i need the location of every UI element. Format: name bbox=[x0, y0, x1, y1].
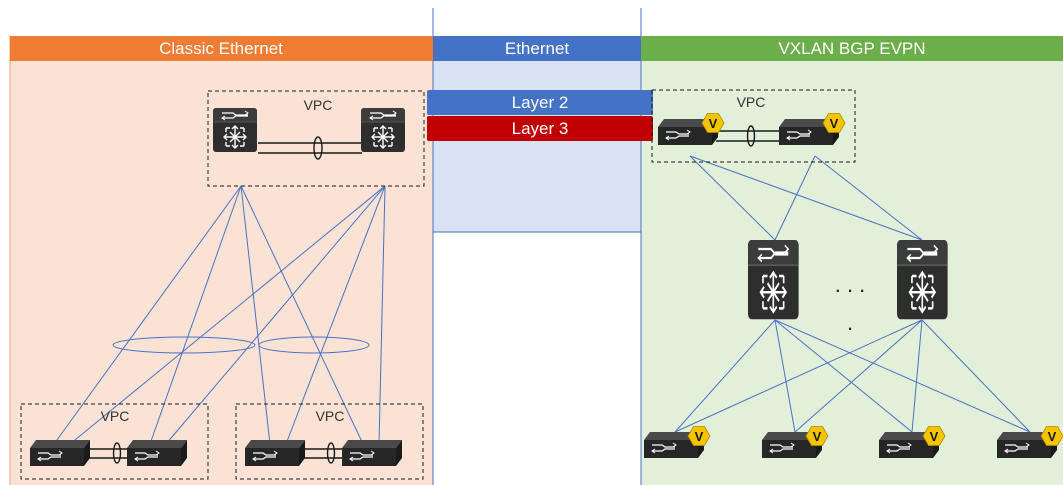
spine-switch-icon bbox=[746, 238, 800, 321]
port-channel-ellipse-right bbox=[258, 336, 370, 354]
vtep-badge-label: V bbox=[930, 429, 939, 444]
aggregation-switch-icon bbox=[212, 107, 258, 153]
vtep-badge-icon: V bbox=[922, 426, 946, 446]
ethernet-title: Ethernet bbox=[505, 39, 570, 58]
access-switch-icon bbox=[244, 439, 306, 467]
more-spines-ellipsis: . . . bbox=[835, 272, 866, 297]
vpc-label: VPC bbox=[737, 94, 766, 110]
vtep-badge-label: V bbox=[709, 116, 718, 131]
vxlan-links bbox=[674, 155, 1031, 433]
layer2-label: Layer 2 bbox=[512, 93, 569, 112]
vtep-badge-label: V bbox=[813, 429, 822, 444]
port-channel-ellipse-left bbox=[112, 336, 256, 354]
access-switch-icon bbox=[341, 439, 403, 467]
vpc-label: VPC bbox=[304, 97, 333, 113]
vxlan-header bbox=[641, 36, 1063, 61]
spine-switch-icon bbox=[895, 238, 949, 321]
classic-ethernet-header bbox=[10, 36, 433, 61]
peer-link-bundle bbox=[326, 442, 336, 464]
vpc-box-access-left bbox=[20, 403, 209, 480]
vtep-badge-icon: V bbox=[687, 426, 711, 446]
access-switch-icon bbox=[126, 439, 188, 467]
ethernet-panel bbox=[433, 60, 641, 232]
ethernet-header bbox=[433, 36, 641, 61]
more-spines-ellipsis-vertical: . bbox=[847, 310, 853, 335]
vpc-box-access-right bbox=[235, 403, 424, 480]
vpc-label: VPC bbox=[101, 408, 130, 424]
access-switch-icon bbox=[29, 439, 91, 467]
vtep-badge-label: V bbox=[830, 116, 839, 131]
peer-link-bundle bbox=[112, 442, 122, 464]
layer3-label: Layer 3 bbox=[512, 119, 569, 138]
classic-ethernet-title: Classic Ethernet bbox=[159, 39, 283, 58]
classic-downlinks bbox=[53, 185, 386, 445]
vpc-box-aggregation bbox=[207, 90, 425, 187]
vtep-badge-icon: V bbox=[1040, 426, 1063, 446]
vpc-label: VPC bbox=[316, 408, 345, 424]
vtep-badge-icon: V bbox=[701, 113, 725, 133]
layer3-band bbox=[427, 116, 653, 141]
vtep-badge-icon: V bbox=[822, 113, 846, 133]
peer-link-bundle bbox=[313, 136, 323, 160]
vpc-box-border-leaf bbox=[651, 89, 856, 163]
vtep-badge-label: V bbox=[695, 429, 704, 444]
vxlan-title: VXLAN BGP EVPN bbox=[778, 39, 925, 58]
vtep-badge-label: V bbox=[1048, 429, 1057, 444]
aggregation-switch-icon bbox=[360, 107, 406, 153]
vtep-badge-icon: V bbox=[805, 426, 829, 446]
layer2-band bbox=[427, 90, 653, 115]
peer-link-bundle bbox=[746, 125, 756, 147]
